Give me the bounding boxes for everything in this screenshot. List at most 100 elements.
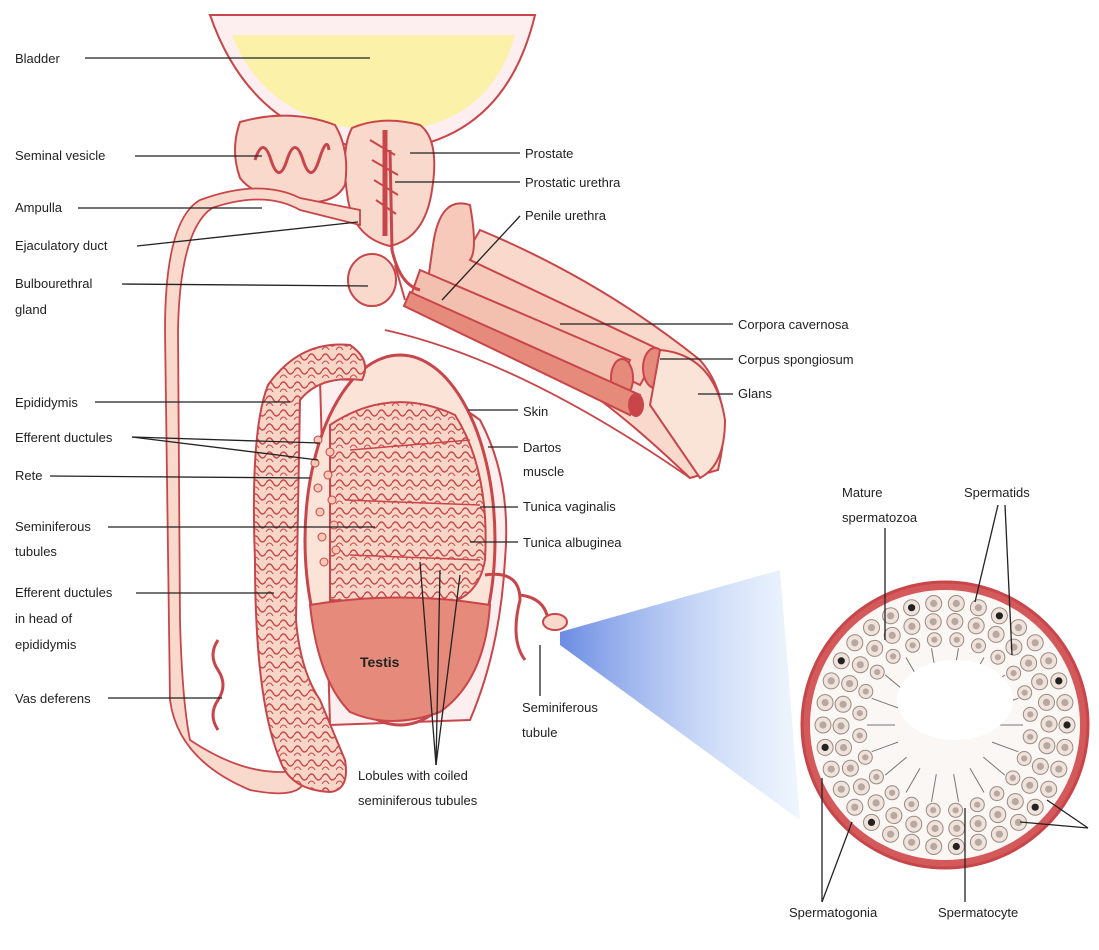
label-vas-deferens: Vas deferens (15, 691, 91, 706)
cell-nucleus (975, 820, 982, 827)
cell-nucleus (1063, 721, 1070, 728)
label-seminiferous-tubule-line1: Seminiferous (522, 700, 598, 715)
cell-nucleus (840, 701, 847, 708)
cell-nucleus (838, 786, 845, 793)
cell-nucleus (1025, 660, 1032, 667)
cell-nucleus (1037, 763, 1044, 770)
label-efferent-head-line2: in head of (15, 611, 72, 626)
cell-nucleus (1012, 798, 1019, 805)
cell-nucleus (931, 637, 937, 643)
cell-nucleus (994, 791, 1000, 797)
cell-nucleus (1021, 755, 1027, 761)
cell-nucleus (1026, 782, 1033, 789)
cell-nucleus (1032, 639, 1039, 646)
cell-nucleus (857, 733, 863, 739)
cell-nucleus (890, 653, 896, 659)
cell-nucleus (930, 600, 937, 607)
cell-nucleus (857, 710, 863, 716)
cell-nucleus (953, 600, 960, 607)
label-lobules-line2: seminiferous tubules (358, 793, 478, 808)
cell-nucleus (868, 624, 875, 631)
label-ampulla: Ampulla (15, 200, 63, 215)
cell-nucleus (930, 807, 936, 813)
label-lobules-line1: Lobules with coiled (358, 768, 468, 783)
cell-nucleus (930, 843, 937, 850)
label-rete: Rete (15, 468, 42, 483)
cell-nucleus (1061, 744, 1068, 751)
bulbourethral-gland-organ (348, 254, 396, 306)
cell-nucleus (1043, 742, 1050, 749)
label-seminiferous-tubules-line1: Seminiferous (15, 519, 91, 534)
cell-nucleus (889, 632, 896, 639)
cell-nucleus (994, 811, 1001, 818)
cell-nucleus (1055, 677, 1062, 684)
cell-nucleus (908, 623, 915, 630)
cell-nucleus (993, 631, 1000, 638)
label-ejaculatory-duct: Ejaculatory duct (15, 238, 108, 253)
label-dartos-line2: muscle (523, 464, 564, 479)
cell-nucleus (1027, 711, 1033, 717)
magnifier-beam (560, 570, 800, 820)
label-glans: Glans (738, 386, 772, 401)
cell-nucleus (837, 722, 844, 729)
label-spermatids: Spermatids (964, 485, 1030, 500)
cell-nucleus (887, 612, 894, 619)
cell-nucleus (887, 831, 894, 838)
cell-nucleus (840, 744, 847, 751)
cell-nucleus (873, 799, 880, 806)
cell-nucleus (908, 604, 915, 611)
cell-nucleus (975, 604, 982, 611)
cell-nucleus (1032, 804, 1039, 811)
cell-nucleus (975, 839, 982, 846)
label-seminal-vesicle: Seminal vesicle (15, 148, 105, 163)
cell-nucleus (1061, 699, 1068, 706)
label-dartos-line1: Dartos (523, 440, 562, 455)
cell-nucleus (828, 677, 835, 684)
cell-nucleus (822, 699, 829, 706)
cell-nucleus (910, 642, 916, 648)
cell-nucleus (954, 637, 960, 643)
cell-nucleus (847, 765, 854, 772)
label-prostatic-urethra: Prostatic urethra (525, 175, 621, 190)
label-tunica-vaginalis: Tunica vaginalis (523, 499, 616, 514)
label-spermatogonia: Spermatogonia (789, 905, 878, 920)
label-mature-line2: spermatozoa (842, 510, 918, 525)
cell-nucleus (995, 654, 1001, 660)
cell-nucleus (908, 801, 914, 807)
cell-nucleus (996, 831, 1003, 838)
label-bulbourethral-line2: gland (15, 302, 47, 317)
label-spermatocyte: Spermatocyte (938, 905, 1018, 920)
cell-nucleus (1045, 786, 1052, 793)
label-corpora-cavernosa: Corpora cavernosa (738, 317, 849, 332)
cell-nucleus (858, 783, 865, 790)
cell-nucleus (996, 612, 1003, 619)
label-corpus-spongiosum: Corpus spongiosum (738, 352, 854, 367)
cell-nucleus (973, 622, 980, 629)
cell-nucleus (1027, 734, 1033, 740)
label-efferent-head-line1: Efferent ductules (15, 585, 113, 600)
cell-nucleus (930, 618, 937, 625)
cell-nucleus (975, 643, 981, 649)
cell-nucleus (953, 843, 960, 850)
cell-nucleus (822, 744, 829, 751)
cell-nucleus (874, 669, 880, 675)
cell-nucleus (1022, 690, 1028, 696)
cell-nucleus (908, 839, 915, 846)
cell-nucleus (1036, 678, 1043, 685)
label-penile-urethra: Penile urethra (525, 208, 607, 223)
label-skin: Skin (523, 404, 548, 419)
cell-nucleus (910, 821, 917, 828)
tubule-cross-section (802, 582, 1088, 868)
cell-nucleus (951, 618, 958, 625)
label-epididymis: Epididymis (15, 395, 78, 410)
label-bladder: Bladder (15, 51, 60, 66)
cell-nucleus (846, 680, 853, 687)
cell-nucleus (828, 766, 835, 773)
cell-nucleus (871, 645, 878, 652)
label-tunica-albuginea: Tunica albuginea (523, 535, 622, 550)
cell-nucleus (1011, 670, 1017, 676)
cell-nucleus (873, 774, 879, 780)
cell-nucleus (1055, 766, 1062, 773)
cell-nucleus (862, 754, 868, 760)
